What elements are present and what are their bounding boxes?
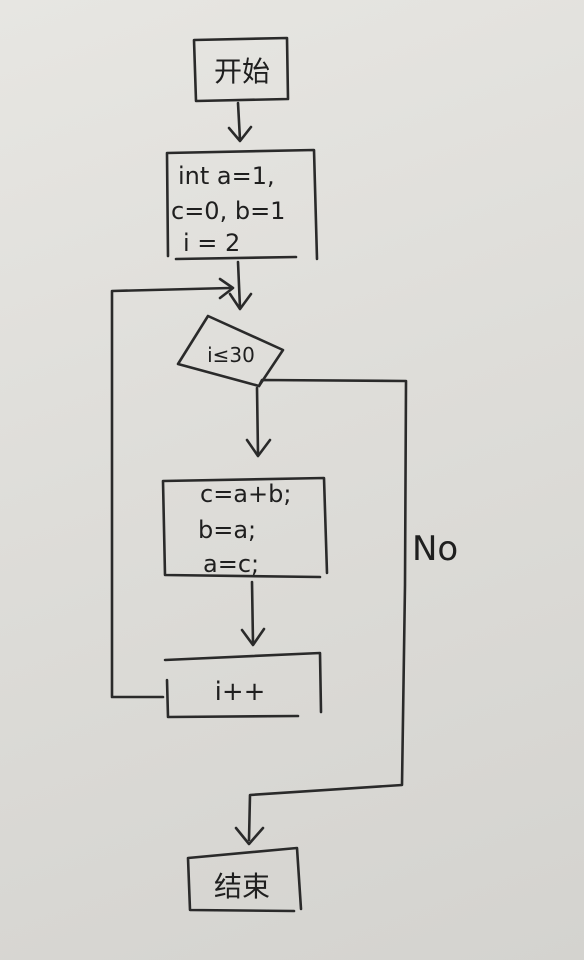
no-label: No	[412, 529, 458, 569]
arrow-body-to-increment	[240, 580, 266, 647]
increment-label: i++	[215, 677, 266, 707]
init-line-3: i = 2	[183, 229, 240, 257]
start-box	[192, 36, 290, 103]
condition-node: i≤30	[176, 314, 285, 388]
loop-back-line	[110, 286, 232, 699]
loop-back-arrowhead	[218, 277, 235, 300]
body-box	[161, 476, 329, 579]
body-line-1: c=a+b;	[200, 480, 291, 508]
increment-node: i++	[163, 651, 323, 719]
no-branch-arrowhead	[234, 826, 265, 846]
end-box	[186, 846, 303, 913]
arrow-condition-to-body	[245, 386, 272, 458]
init-line-1: int a=1,	[178, 162, 275, 190]
end-node: 结束	[186, 846, 303, 913]
body-line-2: b=a;	[198, 516, 256, 544]
body-line-3: a=c;	[203, 550, 259, 578]
init-node: int a=1, c=0, b=1 i = 2	[165, 148, 319, 261]
arrow-init-to-condition	[228, 260, 253, 311]
arrow-start-to-init	[227, 101, 253, 143]
no-branch-line	[247, 378, 408, 842]
increment-box	[163, 651, 323, 719]
condition-label: i≤30	[207, 343, 255, 367]
start-node: 开始	[192, 36, 290, 103]
start-label: 开始	[214, 55, 270, 88]
init-line-2: c=0, b=1	[171, 197, 285, 225]
body-node: c=a+b; b=a; a=c;	[161, 476, 329, 579]
end-label: 结束	[214, 870, 270, 903]
init-box	[165, 148, 319, 261]
